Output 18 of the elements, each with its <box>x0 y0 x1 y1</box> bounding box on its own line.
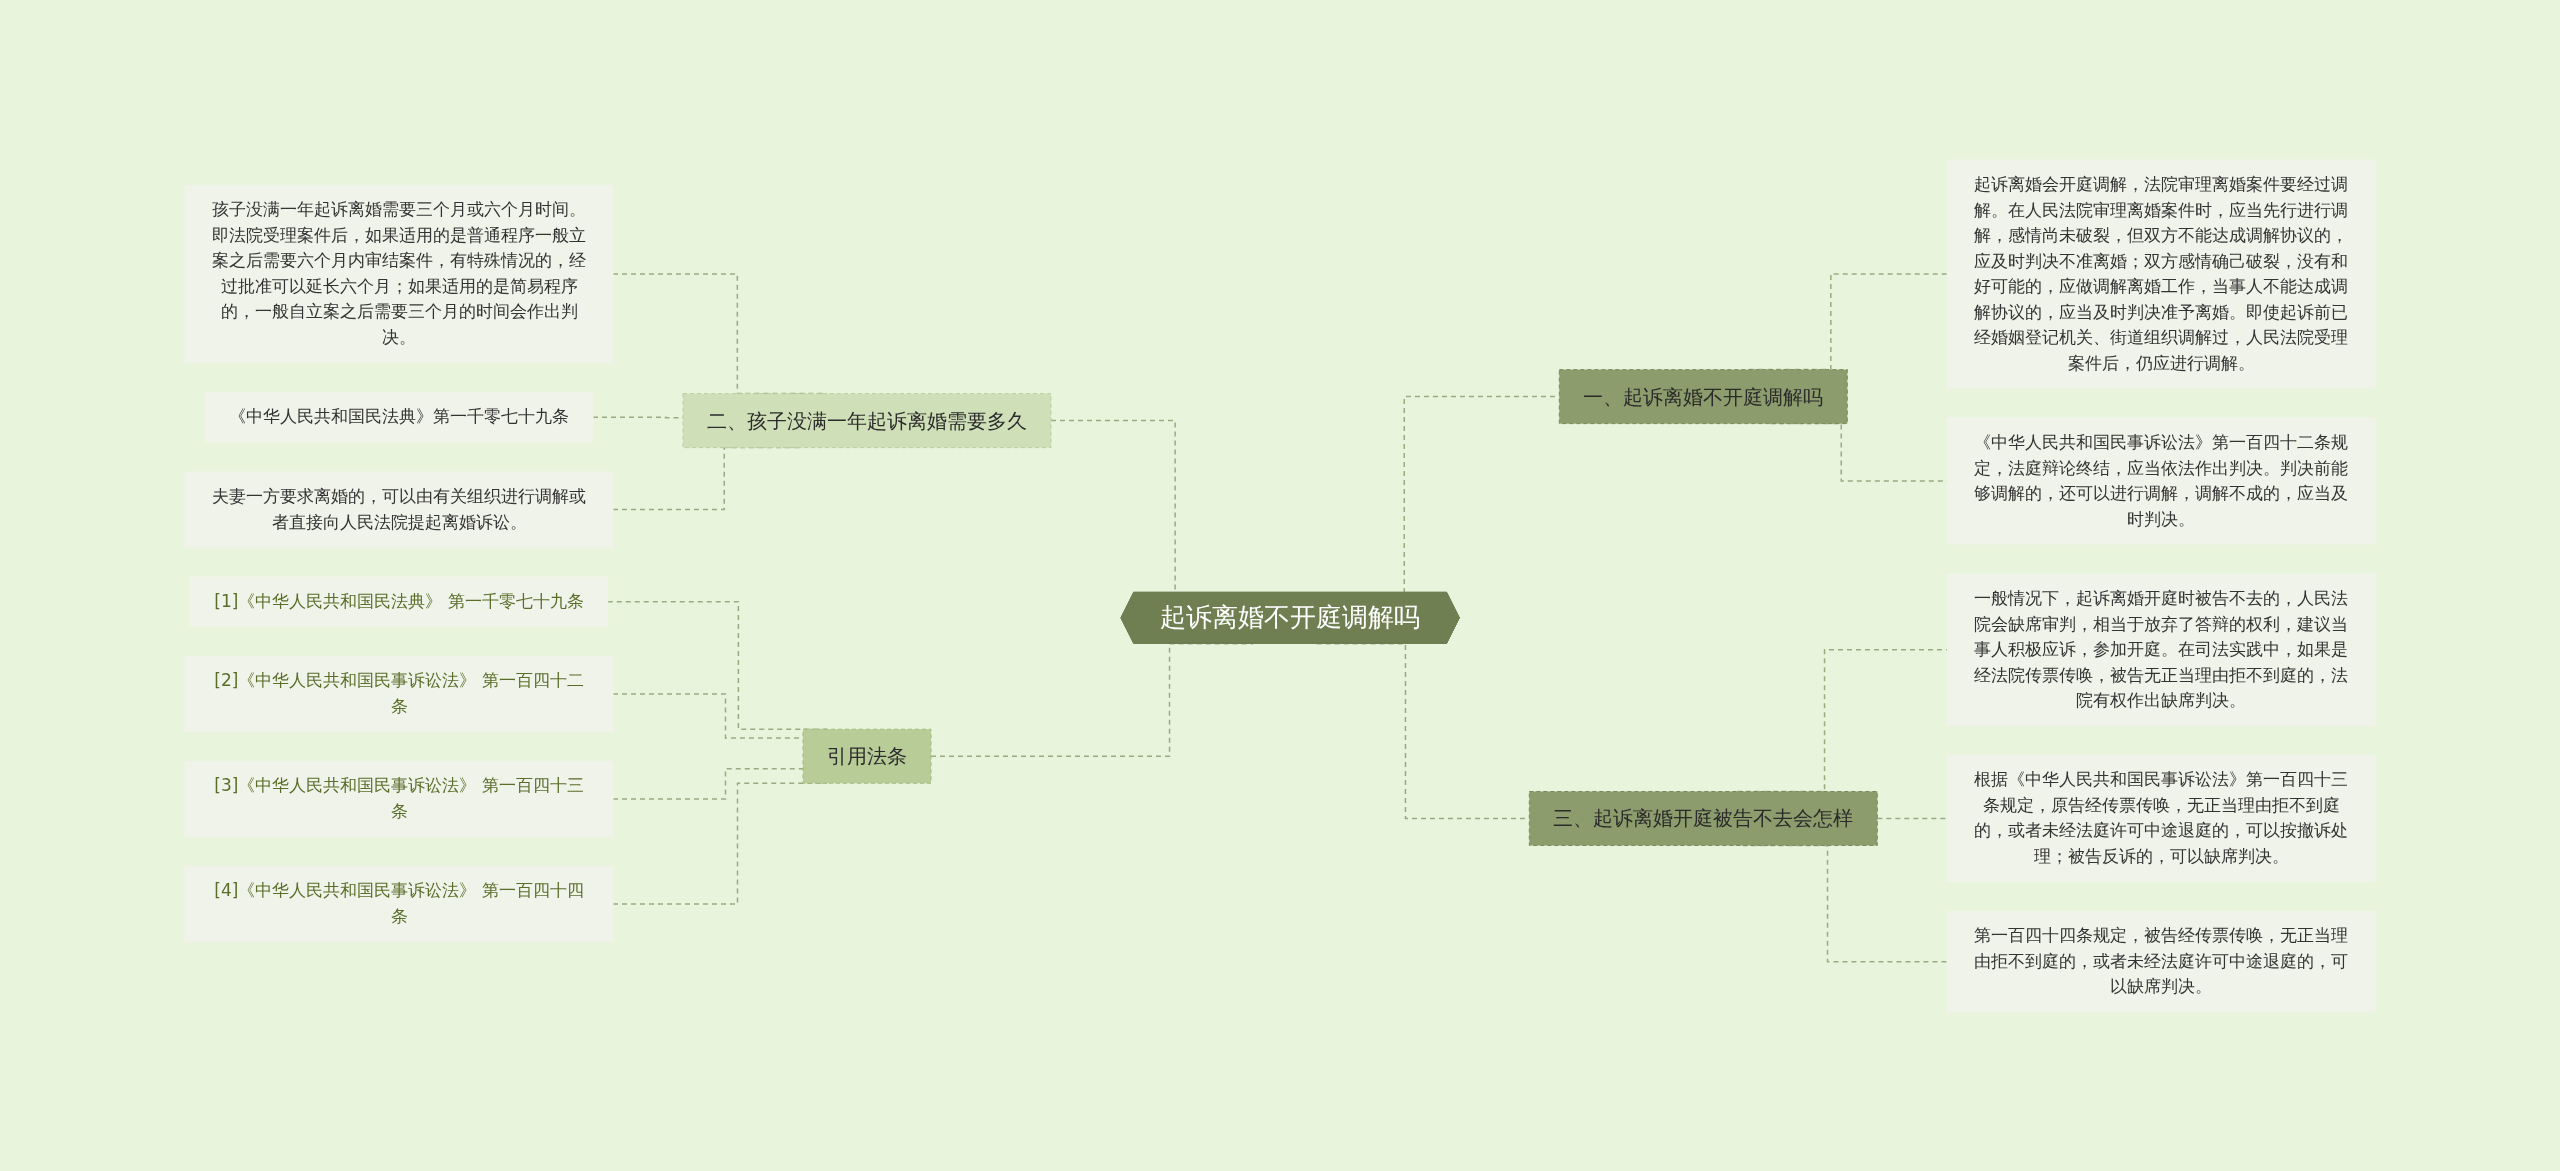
node-box: 三、起诉离婚开庭被告不去会怎样 <box>1528 790 1878 846</box>
node-box: [4]《中华人民共和国民事诉讼法》 第一百四十四条 <box>184 865 614 942</box>
node-box: 起诉离婚会开庭调解，法院审理离婚案件要经过调解。在人民法院审理离婚案件时，应当先行进行调解，感情尚未破裂，但双方不能达成调解协议的，应及时判决不准离婚；双方感情确己破裂，没有和好可能的，应做调解离婚工作，当事人不能达成调解协议的，应当及时判决准予离婚。即使起诉前已经婚姻登记机关、街道组织调解过，人民法院受理案件后，仍应进行调解。 <box>1946 159 2376 388</box>
node-box: 孩子没满一年起诉离婚需要三个月或六个月时间。即法院受理案件后，如果适用的是普通程序一般立案之后需要六个月内审结案件，有特殊情况的，经过批准可以延长六个月；如果适用的是简易程序的，一般自立案之后需要三个月的时间会作出判决。 <box>184 184 614 363</box>
node-box: 根据《中华人民共和国民事诉讼法》第一百四十三条规定，原告经传票传唤，无正当理由拒不到庭的，或者未经法庭许可中途退庭的，可以按撤诉处理；被告反诉的，可以缺席判决。 <box>1946 754 2376 882</box>
node-box: [2]《中华人民共和国民事诉讼法》 第一百四十二条 <box>184 655 614 732</box>
node-box: 二、孩子没满一年起诉离婚需要多久 <box>682 392 1052 448</box>
node-box: 一、起诉离婚不开庭调解吗 <box>1558 368 1848 424</box>
node-box: 一般情况下，起诉离婚开庭时被告不去的，人民法院会缺席审判，相当于放弃了答辩的权利，建议当事人积极应诉，参加开庭。在司法实践中，如果是经法院传票传唤，被告无正当理由拒不到庭的，法院有权作出缺席判决。 <box>1946 573 2376 726</box>
node-box: [1]《中华人民共和国民法典》 第一千零七十九条 <box>189 576 609 627</box>
node-box: 第一百四十四条规定，被告经传票传唤，无正当理由拒不到庭的，或者未经法庭许可中途退庭的，可以缺席判决。 <box>1946 910 2376 1012</box>
node-box: 《中华人民共和国民法典》第一千零七十九条 <box>204 391 594 442</box>
node-box: [3]《中华人民共和国民事诉讼法》 第一百四十三条 <box>184 760 614 837</box>
node-box: 夫妻一方要求离婚的，可以由有关组织进行调解或者直接向人民法院提起离婚诉讼。 <box>184 471 614 547</box>
connector <box>930 642 1254 757</box>
connector <box>1876 817 1948 819</box>
node-box: 引用法条 <box>802 728 932 784</box>
connector <box>612 767 804 800</box>
